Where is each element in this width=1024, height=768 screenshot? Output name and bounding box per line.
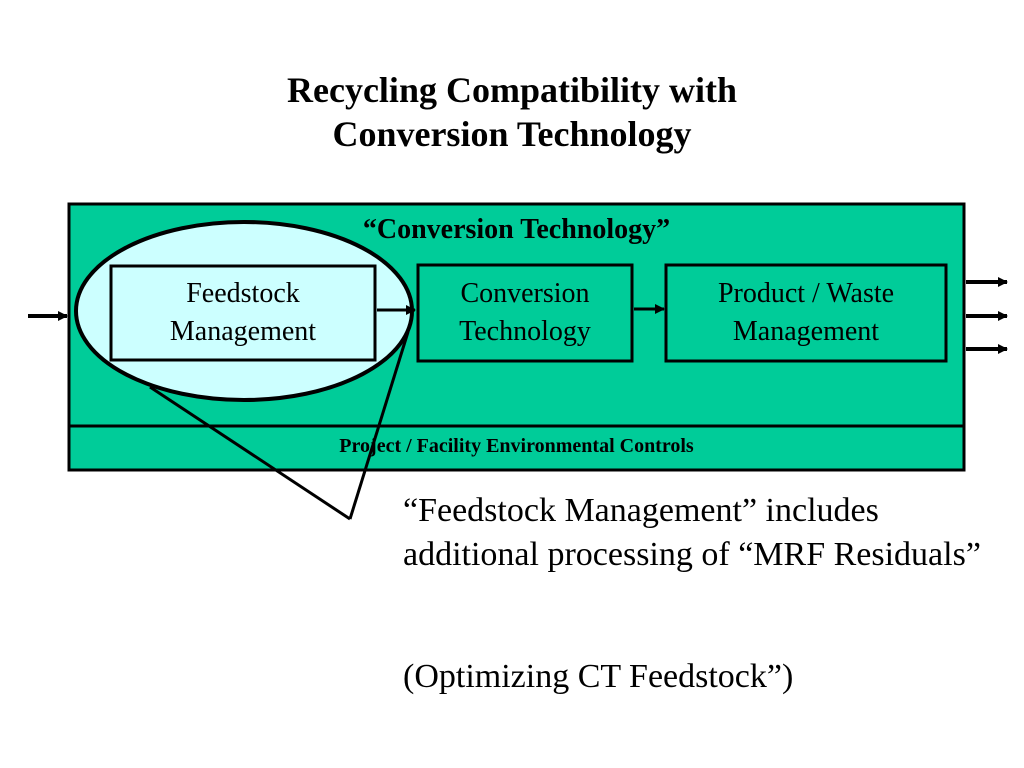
slide-title: Recycling Compatibility with Conversion … (0, 68, 1024, 156)
note-paragraph-1: “Feedstock Management” includes addition… (403, 492, 981, 573)
feedstock-management-label: Feedstock Management (111, 275, 375, 351)
product-waste-management-label-line2: Management (732, 316, 880, 347)
note-paragraph-2: (Optimizing CT Feedstock”) (403, 658, 794, 695)
callout-line-right (348, 331, 410, 520)
product-waste-management-label: Product / Waste Management (666, 275, 946, 351)
conversion-technology-box (416, 263, 634, 363)
conversion-technology-heading: “Conversion Technology” (362, 214, 671, 245)
slide-title-line2: Conversion Technology (332, 114, 692, 154)
feedstock-management-label-line2: Management (169, 316, 317, 347)
product-waste-management-box (664, 263, 948, 363)
product-waste-management-label-line1: Product / Waste (717, 278, 895, 309)
callout-line-left (149, 385, 351, 521)
feedstock-management-label-line1: Feedstock (186, 278, 300, 309)
conversion-technology-label: Conversion Technology (418, 275, 632, 351)
slide-title-line1: Recycling Compatibility with (287, 70, 737, 110)
conversion-technology-label-line1: Conversion (460, 278, 590, 309)
feedstock-management-box (109, 264, 377, 362)
conversion-technology-label-line2: Technology (459, 316, 591, 347)
environmental-controls-label: Project / Facility Environmental Control… (339, 435, 694, 457)
